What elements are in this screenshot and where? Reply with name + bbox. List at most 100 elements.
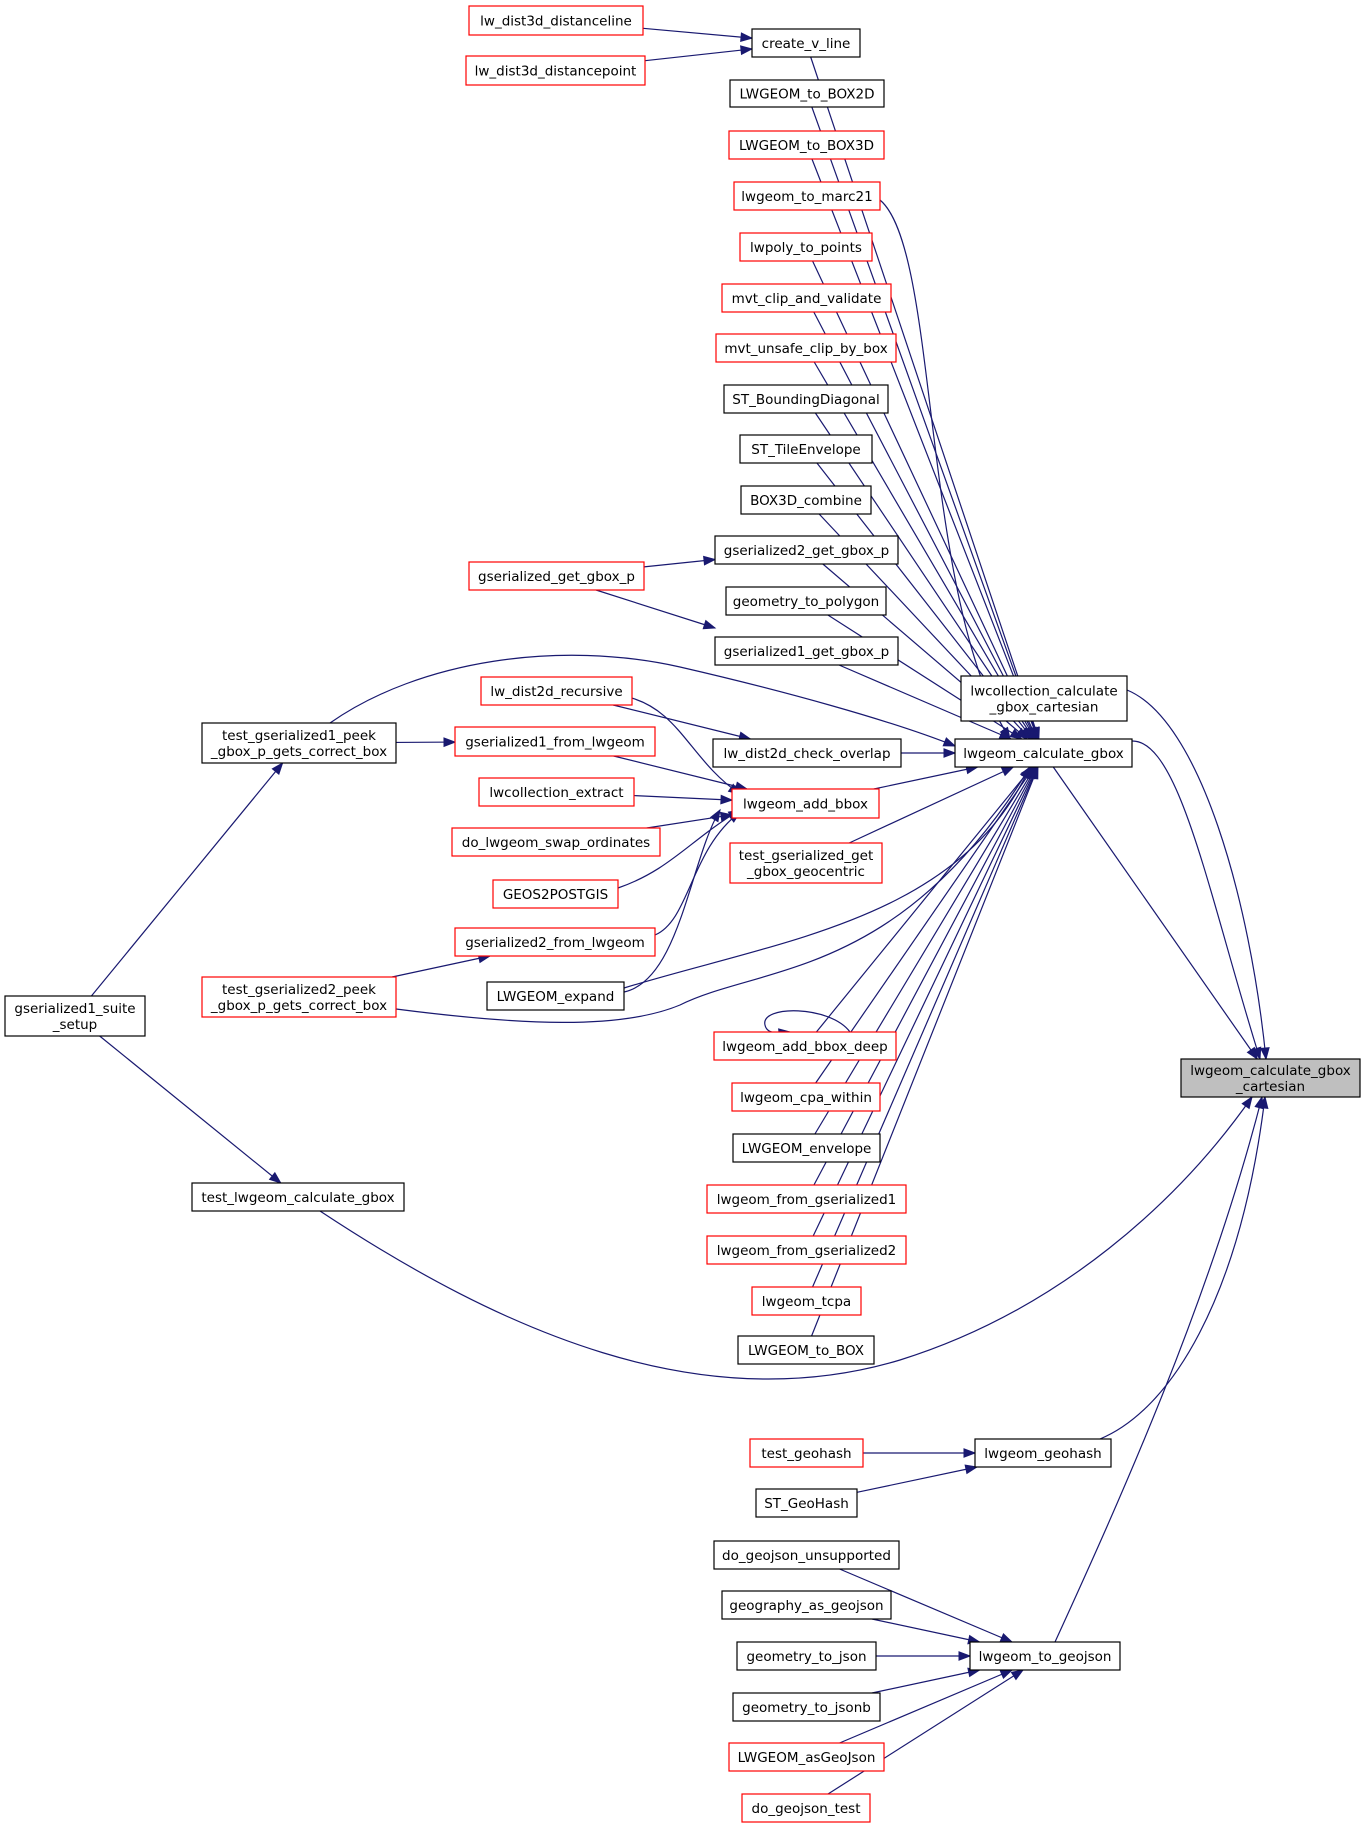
node-box[interactable] [728,130,885,160]
node-lw_dist2d_check_overlap[interactable]: lw_dist2d_check_overlap [712,738,902,768]
node-LWGEOM_expand[interactable]: LWGEOM_expand [486,981,625,1011]
node-LWGEOM_to_BOX[interactable]: LWGEOM_to_BOX [737,1335,875,1365]
node-box[interactable] [723,384,889,414]
node-gserialized1_get_gbox_p[interactable]: gserialized1_get_gbox_p [714,636,899,666]
node-box[interactable] [715,333,897,363]
node-box[interactable] [749,1438,864,1468]
node-box[interactable] [731,1082,881,1112]
node-lwcollection_extract[interactable]: lwcollection_extract [478,777,635,807]
node-box[interactable] [960,675,1128,722]
node-box[interactable] [713,1031,897,1061]
node-geometry_to_polygon[interactable]: geometry_to_polygon [725,586,887,616]
node-do_lwgeom_swap_ordinates[interactable]: do_lwgeom_swap_ordinates [451,827,661,857]
node-box[interactable] [480,676,633,706]
node-test_gserialized_get_gbox_geocentric[interactable]: test_gserialized_get_gbox_geocentric [729,842,883,884]
node-ST_GeoHash[interactable]: ST_GeoHash [755,1488,858,1518]
node-box[interactable] [714,535,899,565]
node-ST_BoundingDiagonal[interactable]: ST_BoundingDiagonal [723,384,889,414]
node-lwgeom_add_bbox[interactable]: lwgeom_add_bbox [731,788,880,819]
node-box[interactable] [733,181,881,211]
node-lwgeom_to_marc21[interactable]: lwgeom_to_marc21 [733,181,881,211]
node-LWGEOM_to_BOX2D[interactable]: LWGEOM_to_BOX2D [729,79,885,108]
node-box[interactable] [465,55,646,86]
node-box[interactable] [751,28,861,58]
node-gserialized1_suite_setup[interactable]: gserialized1_suite_setup [4,995,146,1037]
node-gserialized1_from_lwgeom[interactable]: gserialized1_from_lwgeom [454,726,656,757]
node-test_lwgeom_calculate_gbox[interactable]: test_lwgeom_calculate_gbox [191,1182,405,1212]
node-lwpoly_to_points[interactable]: lwpoly_to_points [739,232,873,262]
node-box[interactable] [731,788,880,819]
node-lw_dist3d_distanceline[interactable]: lw_dist3d_distanceline [468,5,644,36]
node-lwgeom_geohash[interactable]: lwgeom_geohash [974,1438,1112,1468]
node-box[interactable] [478,777,635,807]
node-do_geojson_unsupported[interactable]: do_geojson_unsupported [713,1540,900,1570]
node-box[interactable] [739,232,873,262]
node-box[interactable] [712,738,902,768]
node-test_geohash[interactable]: test_geohash [749,1438,864,1468]
node-geometry_to_jsonb[interactable]: geometry_to_jsonb [732,1692,881,1722]
node-box[interactable] [1180,1058,1361,1098]
node-box[interactable] [201,722,397,764]
node-box[interactable] [741,1793,871,1823]
node-box[interactable] [729,842,883,884]
node-box[interactable] [713,1540,900,1570]
node-BOX3D_combine[interactable]: BOX3D_combine [740,485,872,515]
node-box[interactable] [714,636,899,666]
node-do_geojson_test[interactable]: do_geojson_test [741,1793,871,1823]
node-box[interactable] [736,1641,877,1671]
node-box[interactable] [751,1286,862,1316]
node-box[interactable] [706,1235,907,1265]
node-lwgeom_calculate_gbox[interactable]: lwgeom_calculate_gbox [954,738,1133,768]
node-LWGEOM_envelope[interactable]: LWGEOM_envelope [732,1133,881,1163]
node-box[interactable] [969,1641,1121,1671]
node-mvt_clip_and_validate[interactable]: mvt_clip_and_validate [721,283,892,313]
node-box[interactable] [721,283,892,313]
node-box[interactable] [725,586,887,616]
node-box[interactable] [4,995,146,1037]
node-box[interactable] [706,1184,907,1214]
node-geography_as_geojson[interactable]: geography_as_geojson [721,1590,892,1620]
node-GEOS2POSTGIS[interactable]: GEOS2POSTGIS [492,879,619,909]
node-lw_dist2d_recursive[interactable]: lw_dist2d_recursive [480,676,633,706]
node-create_v_line[interactable]: create_v_line [751,28,861,58]
node-box[interactable] [728,1742,885,1772]
node-LWGEOM_asGeoJson[interactable]: LWGEOM_asGeoJson [728,1742,885,1772]
node-lwcollection_calculate_gbox_cartesian[interactable]: lwcollection_calculate_gbox_cartesian [960,675,1128,722]
node-box[interactable] [732,1692,881,1722]
node-lwgeom_cpa_within[interactable]: lwgeom_cpa_within [731,1082,881,1112]
node-box[interactable] [721,1590,892,1620]
node-LWGEOM_to_BOX3D[interactable]: LWGEOM_to_BOX3D [728,130,885,160]
node-test_gserialized1_peek[interactable]: test_gserialized1_peek_gbox_p_gets_corre… [201,722,397,764]
node-box[interactable] [451,827,661,857]
node-gserialized2_from_lwgeom[interactable]: gserialized2_from_lwgeom [454,927,656,957]
node-geometry_to_json[interactable]: geometry_to_json [736,1641,877,1671]
node-box[interactable] [492,879,619,909]
node-box[interactable] [755,1488,858,1518]
node-lwgeom_tcpa[interactable]: lwgeom_tcpa [751,1286,862,1316]
node-lwgeom_from_gserialized2[interactable]: lwgeom_from_gserialized2 [706,1235,907,1265]
node-box[interactable] [468,561,645,591]
node-box[interactable] [737,1335,875,1365]
node-box[interactable] [454,726,656,757]
node-lw_dist3d_distancepoint[interactable]: lw_dist3d_distancepoint [465,55,646,86]
node-box[interactable] [954,738,1133,768]
node-lwgeom_to_geojson[interactable]: lwgeom_to_geojson [969,1641,1121,1671]
node-test_gserialized2_peek[interactable]: test_gserialized2_peek_gbox_p_gets_corre… [201,976,397,1018]
node-box[interactable] [468,5,644,36]
node-box[interactable] [740,485,872,515]
node-gserialized_get_gbox_p[interactable]: gserialized_get_gbox_p [468,561,645,591]
node-box[interactable] [739,434,873,464]
node-ST_TileEnvelope[interactable]: ST_TileEnvelope [739,434,873,464]
node-box[interactable] [974,1438,1112,1468]
node-box[interactable] [486,981,625,1011]
node-box[interactable] [191,1182,405,1212]
node-box[interactable] [201,976,397,1018]
node-box[interactable] [732,1133,881,1163]
node-lwgeom_add_bbox_deep[interactable]: lwgeom_add_bbox_deep [713,1031,897,1061]
node-lwgeom_from_gserialized1[interactable]: lwgeom_from_gserialized1 [706,1184,907,1214]
node-gserialized2_get_gbox_p[interactable]: gserialized2_get_gbox_p [714,535,899,565]
node-mvt_unsafe_clip_by_box[interactable]: mvt_unsafe_clip_by_box [715,333,897,363]
node-box[interactable] [454,927,656,957]
node-box[interactable] [729,79,885,108]
node-lwgeom_calculate_gbox_cartesian[interactable]: lwgeom_calculate_gbox_cartesian [1180,1058,1361,1098]
